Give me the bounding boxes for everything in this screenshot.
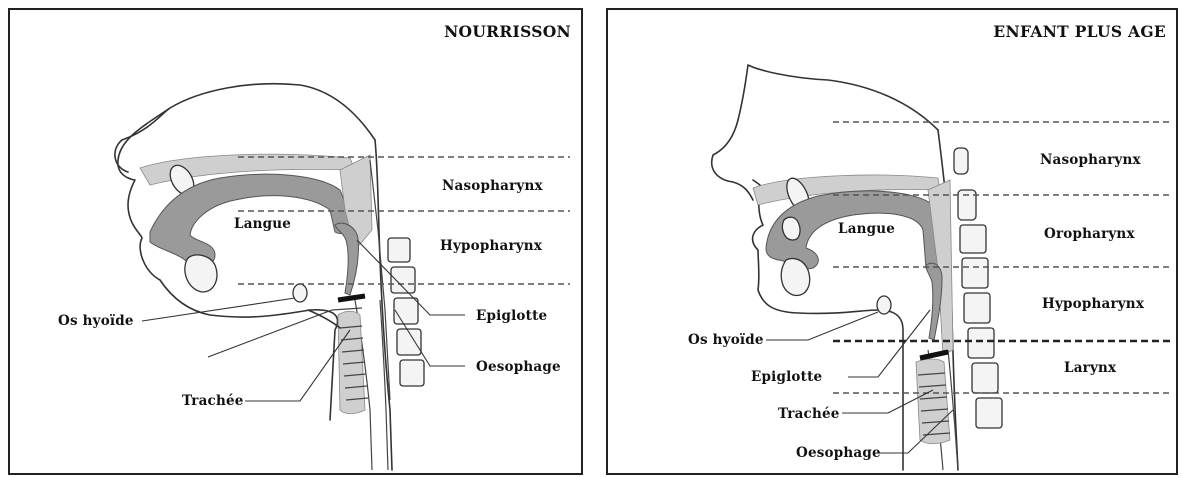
- label-os-hyoide: Os hyoïde: [58, 313, 134, 329]
- label-trachee: Trachée: [778, 406, 840, 422]
- label-epiglotte: Epiglotte: [751, 369, 822, 385]
- label-oesophage: Oesophage: [796, 445, 881, 461]
- label-hypopharynx: Hypopharynx: [1042, 296, 1144, 312]
- epiglottis-shape: [926, 263, 942, 340]
- label-nasopharynx: Nasopharynx: [442, 178, 543, 194]
- label-epiglotte: Epiglotte: [476, 308, 547, 324]
- label-langue: Langue: [234, 216, 291, 232]
- label-hypopharynx: Hypopharynx: [440, 238, 542, 254]
- cervical-spine: [954, 148, 1002, 428]
- trachea-rings: [916, 359, 950, 444]
- label-larynx: Larynx: [1064, 360, 1116, 376]
- hyoid-bone: [877, 296, 891, 314]
- child-head-diagram: [608, 10, 1178, 475]
- head-outline: [118, 84, 375, 420]
- label-oesophage: Oesophage: [476, 359, 561, 375]
- label-nasopharynx: Nasopharynx: [1040, 152, 1141, 168]
- panel-enfant-plus-age: ENFANT PLUS AGE: [606, 8, 1178, 475]
- label-langue: Langue: [838, 221, 895, 237]
- hyoid-bone: [293, 284, 307, 302]
- label-trachee: Trachée: [182, 393, 244, 409]
- label-os-hyoide: Os hyoïde: [688, 332, 764, 348]
- panel-nourrisson: NOURRISSON: [8, 8, 583, 475]
- label-oropharynx: Oropharynx: [1044, 226, 1135, 242]
